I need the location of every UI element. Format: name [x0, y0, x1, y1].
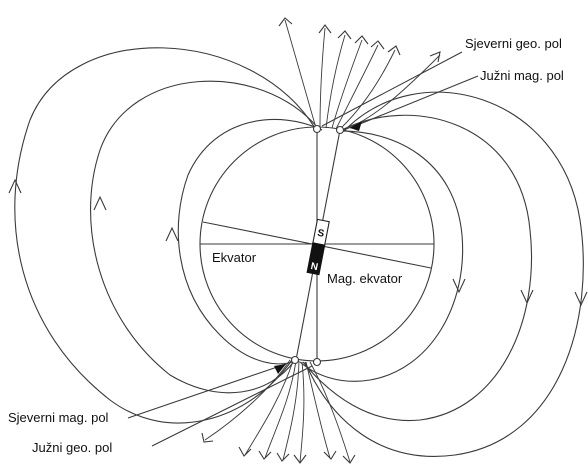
- arrow-bottom-5: [293, 454, 307, 464]
- label-equator: Ekvator: [212, 250, 257, 265]
- arrow-left-outer: [8, 178, 22, 194]
- field-line-right-middle: [302, 114, 533, 422]
- field-bundle-top-6: [339, 49, 396, 130]
- field-bundle-top-3: [325, 34, 346, 129]
- label-south-geo-pole: Južni geo. pol: [32, 440, 112, 455]
- label-north-mag-pole: Sjeverni mag. pol: [8, 410, 109, 425]
- pointer-north-mag-pole: [127, 363, 287, 419]
- field-line-left-middle: [90, 80, 319, 394]
- arrow-bottom-1: [201, 432, 214, 443]
- arrow-bottom-4: [276, 452, 290, 462]
- field-bundle-bottom-5: [299, 361, 305, 463]
- field-bundle-top-7: [343, 54, 441, 131]
- arrow-top-5: [370, 40, 385, 50]
- north-geo-pole-marker: [312, 124, 322, 134]
- arrow-bottom-7: [342, 454, 356, 464]
- bar-magnet: S N: [306, 218, 330, 276]
- magnet-north-letter: N: [310, 261, 319, 273]
- label-mag-equator: Mag. ekvator: [327, 271, 403, 286]
- pointer-south-geo-pole: [151, 365, 313, 447]
- pointer-south-mag-pole: [349, 75, 479, 129]
- pointer-arrowhead-south-mag: [350, 121, 362, 131]
- arrow-top-2: [318, 24, 332, 34]
- arrow-top-3: [337, 30, 352, 40]
- magnet-south-letter: S: [316, 228, 325, 240]
- field-bundle-bottom-4: [282, 360, 300, 461]
- field-line-right-outer: [304, 91, 584, 457]
- arrow-top-7: [429, 51, 441, 63]
- field-bundle-bottom-6: [305, 361, 331, 459]
- field-bundle-bottom-1: [204, 359, 291, 441]
- field-line-left-inner: [177, 118, 323, 365]
- arrow-left-middle: [93, 195, 107, 211]
- field-bundle-bottom-2: [244, 360, 294, 456]
- magnet-north-half: [306, 242, 326, 276]
- field-line-left-outer: [14, 47, 316, 424]
- arrow-top-6: [387, 45, 401, 56]
- field-bundle-top-2: [319, 27, 326, 129]
- field-line-right-inner: [299, 130, 464, 382]
- arrow-left-inner: [165, 226, 179, 242]
- label-south-mag-pole: Južni mag. pol: [480, 68, 564, 83]
- arrow-bottom-6: [323, 450, 337, 460]
- field-bundle-bottom-7: [309, 361, 351, 463]
- arrow-top-1: [278, 17, 293, 27]
- field-bundle-bottom-3: [264, 360, 297, 459]
- field-bundle-top-1: [284, 19, 317, 129]
- arrow-bottom-2: [238, 446, 252, 457]
- arrow-right-outer: [574, 291, 588, 307]
- pointer-arrowhead-north-mag: [274, 364, 286, 374]
- field-bundle-top-5: [335, 44, 379, 130]
- arrow-bottom-3: [258, 450, 272, 460]
- field-arrowheads: [8, 17, 588, 464]
- arrow-top-4: [354, 35, 369, 45]
- field-bundle-top-4: [331, 39, 363, 129]
- north-mag-pole-marker: [290, 355, 300, 365]
- label-north-geo-pole: Sjeverni geo. pol: [465, 36, 562, 51]
- arrow-right-inner: [452, 278, 466, 294]
- arrow-right-middle: [520, 289, 534, 305]
- pointer-north-geo-pole: [321, 51, 463, 127]
- south-mag-pole-marker: [335, 125, 345, 135]
- south-geo-pole-marker: [312, 357, 322, 367]
